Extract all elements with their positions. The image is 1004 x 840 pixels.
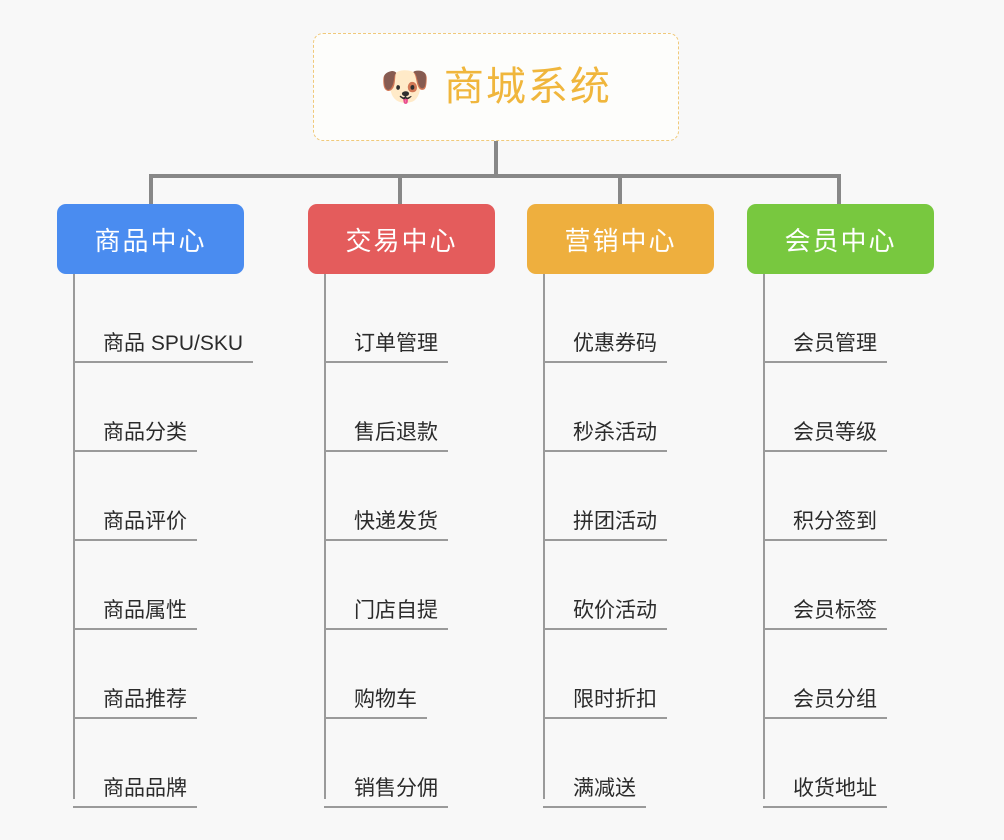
list-item[interactable]: 拼团活动	[543, 452, 727, 541]
branch-column-2: 营销中心 优惠券码 秒杀活动 拼团活动 砍价活动 限时折扣 满减送	[527, 204, 727, 808]
leaf-label: 收货地址	[763, 777, 887, 808]
list-item[interactable]: 商品评价	[73, 452, 257, 541]
connector-drop-1	[398, 174, 402, 204]
list-item[interactable]: 优惠券码	[543, 274, 727, 363]
leaf-label: 商品评价	[73, 510, 197, 541]
list-item[interactable]: 秒杀活动	[543, 363, 727, 452]
list-item[interactable]: 会员标签	[763, 541, 947, 630]
branch-items-0: 商品 SPU/SKU 商品分类 商品评价 商品属性 商品推荐 商品品牌	[73, 274, 257, 808]
branch-column-0: 商品中心 商品 SPU/SKU 商品分类 商品评价 商品属性 商品推荐 商品品牌	[57, 204, 257, 808]
leaf-label: 会员管理	[763, 332, 887, 363]
leaf-label: 会员等级	[763, 421, 887, 452]
leaf-label: 购物车	[324, 688, 427, 719]
connector-horizontal-bus	[149, 174, 839, 178]
branch-items-2: 优惠券码 秒杀活动 拼团活动 砍价活动 限时折扣 满减送	[543, 274, 727, 808]
category-label-3: 会员中心	[784, 225, 897, 256]
leaf-label: 砍价活动	[543, 599, 667, 630]
list-item[interactable]: 商品属性	[73, 541, 257, 630]
list-item[interactable]: 积分签到	[763, 452, 947, 541]
branch-items-1: 订单管理 售后退款 快递发货 门店自提 购物车 销售分佣	[324, 274, 508, 808]
list-item[interactable]: 商品分类	[73, 363, 257, 452]
list-item[interactable]: 收货地址	[763, 719, 947, 808]
leaf-label: 秒杀活动	[543, 421, 667, 452]
list-item[interactable]: 商品 SPU/SKU	[73, 274, 257, 363]
list-item[interactable]: 会员管理	[763, 274, 947, 363]
category-box-2[interactable]: 营销中心	[527, 204, 714, 274]
list-item[interactable]: 会员分组	[763, 630, 947, 719]
branch-trunk-3	[763, 274, 765, 799]
leaf-label: 限时折扣	[543, 688, 667, 719]
branch-column-3: 会员中心 会员管理 会员等级 积分签到 会员标签 会员分组 收货地址	[747, 204, 947, 808]
list-item[interactable]: 商品品牌	[73, 719, 257, 808]
list-item[interactable]: 快递发货	[324, 452, 508, 541]
branch-trunk-1	[324, 274, 326, 799]
leaf-label: 商品分类	[73, 421, 197, 452]
leaf-label: 售后退款	[324, 421, 448, 452]
leaf-label: 积分签到	[763, 510, 887, 541]
list-item[interactable]: 商品推荐	[73, 630, 257, 719]
leaf-label: 门店自提	[324, 599, 448, 630]
branch-column-1: 交易中心 订单管理 售后退款 快递发货 门店自提 购物车 销售分佣	[308, 204, 508, 808]
list-item[interactable]: 订单管理	[324, 274, 508, 363]
root-node-label: 商城系统	[443, 65, 612, 109]
leaf-label: 拼团活动	[543, 510, 667, 541]
category-box-1[interactable]: 交易中心	[308, 204, 495, 274]
category-label-0: 商品中心	[94, 225, 207, 256]
leaf-label: 会员标签	[763, 599, 887, 630]
list-item[interactable]: 砍价活动	[543, 541, 727, 630]
leaf-label: 商品品牌	[73, 777, 197, 808]
connector-drop-0	[149, 174, 153, 204]
branch-trunk-2	[543, 274, 545, 799]
leaf-label: 商品 SPU/SKU	[73, 332, 254, 363]
category-label-1: 交易中心	[345, 225, 458, 256]
category-label-2: 营销中心	[564, 225, 677, 256]
category-box-3[interactable]: 会员中心	[747, 204, 934, 274]
leaf-label: 满减送	[543, 777, 646, 808]
connector-root-stem	[494, 141, 498, 176]
category-box-0[interactable]: 商品中心	[57, 204, 244, 274]
branch-trunk-0	[73, 274, 75, 799]
list-item[interactable]: 销售分佣	[324, 719, 508, 808]
leaf-label: 会员分组	[763, 688, 887, 719]
leaf-label: 商品推荐	[73, 688, 197, 719]
list-item[interactable]: 售后退款	[324, 363, 508, 452]
list-item[interactable]: 购物车	[324, 630, 508, 719]
shiba-dog-face-icon: 🐶	[380, 65, 430, 109]
list-item[interactable]: 会员等级	[763, 363, 947, 452]
list-item[interactable]: 限时折扣	[543, 630, 727, 719]
connector-drop-3	[837, 174, 841, 204]
leaf-label: 快递发货	[324, 510, 448, 541]
connector-drop-2	[618, 174, 622, 204]
branch-items-3: 会员管理 会员等级 积分签到 会员标签 会员分组 收货地址	[763, 274, 947, 808]
list-item[interactable]: 满减送	[543, 719, 727, 808]
leaf-label: 优惠券码	[543, 332, 667, 363]
leaf-label: 销售分佣	[324, 777, 448, 808]
leaf-label: 订单管理	[324, 332, 448, 363]
leaf-label: 商品属性	[73, 599, 197, 630]
root-node[interactable]: 🐶 商城系统	[313, 33, 679, 141]
list-item[interactable]: 门店自提	[324, 541, 508, 630]
